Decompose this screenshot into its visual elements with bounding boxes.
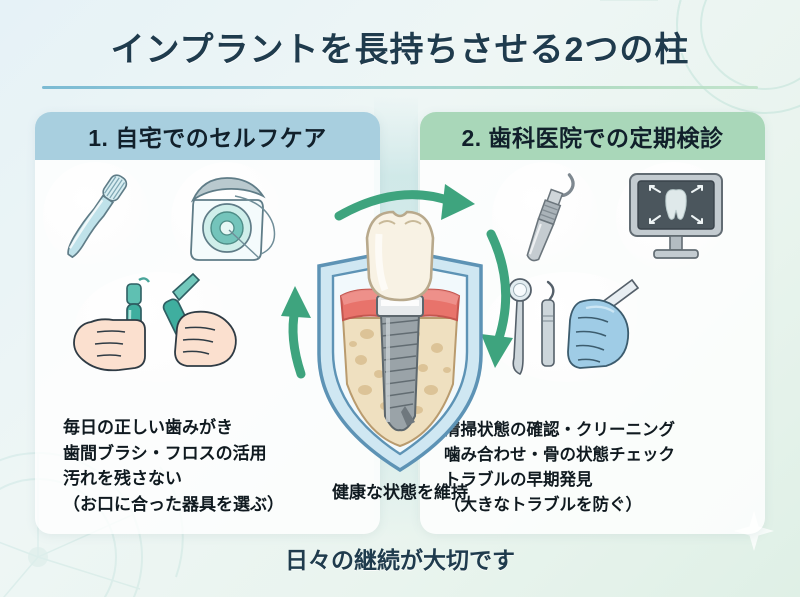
text-line: 噛み合わせ・骨の状態チェック [444, 445, 675, 464]
clinic-icon-row-top [420, 160, 765, 272]
panel-self-care-text: 毎日の正しい歯みがき 歯間ブラシ・フロスの活用 汚れを残さない （お口に合った器… [63, 415, 284, 518]
panel-self-care-heading: 1. 自宅でのセルフケア [35, 112, 380, 160]
toothbrush-icon [67, 174, 128, 259]
panel-self-care: 1. 自宅でのセルフケア [35, 112, 380, 534]
cycle-arrow-left [281, 286, 311, 379]
dental-floss-icon [190, 177, 276, 261]
center-caption: 健康な状態を維持 [332, 483, 468, 502]
panel-clinic-checkup-heading: 2. 歯科医院での定期検診 [420, 112, 765, 160]
footer-message: 日々の継続が大切です [285, 547, 515, 573]
dental-implant-shield-illustration [281, 184, 513, 473]
title-divider [42, 86, 758, 89]
hand-dental-pick-icon [162, 272, 237, 367]
self-care-icon-row-bottom [35, 272, 380, 384]
text-line: 清掃状態の確認・クリーニング [444, 420, 675, 439]
text-line: トラブルの早期発見 [444, 470, 593, 489]
xray-monitor-icon [629, 173, 723, 259]
dental-scaler-icon [526, 173, 575, 262]
text-line: 歯間ブラシ・フロスの活用 [63, 443, 267, 463]
text-line: 毎日の正しい歯みがき [63, 417, 233, 437]
text-line: 汚れを残さない [63, 469, 182, 489]
cycle-arrow-right [481, 229, 513, 368]
text-line: （お口に合った器具を選ぶ） [63, 495, 284, 515]
text-line: （大きなトラブルを防ぐ） [444, 495, 642, 514]
gloved-hand-probe-icon [567, 278, 640, 369]
panel-clinic-checkup-text: 清掃状態の確認・クリーニング 噛み合わせ・骨の状態チェック トラブルの早期発見 … [444, 418, 675, 518]
page-title: インプラントを長持ちさせる2つの柱 [110, 31, 690, 69]
hand-interdental-brush-icon [73, 277, 150, 372]
self-care-icon-row-top [35, 160, 380, 274]
cycle-arrow-top [334, 184, 475, 221]
